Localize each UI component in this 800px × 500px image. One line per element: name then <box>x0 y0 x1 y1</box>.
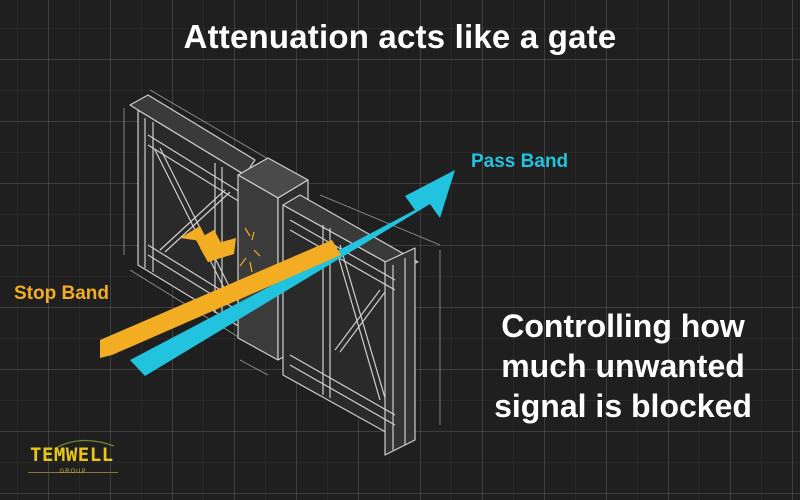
left-gate-panel <box>123 89 271 339</box>
caption-line-2: much unwanted <box>501 348 745 384</box>
pass-band-arrow <box>130 170 455 376</box>
pass-band-label: Pass Band <box>471 151 569 172</box>
stop-band-label: Stop Band <box>14 283 109 304</box>
stop-band-arrow <box>100 226 341 358</box>
caption-line-3: signal is blocked <box>494 388 752 424</box>
temwell-logo: TEMWELL GROUP <box>26 432 126 482</box>
impact-sparks-icon <box>239 227 261 273</box>
logo-subtitle: GROUP <box>59 469 87 475</box>
caption-text: Controlling how much unwanted signal is … <box>468 306 778 426</box>
caption-line-1: Controlling how <box>501 308 745 344</box>
logo-divider <box>28 472 118 473</box>
logo-swoosh-icon <box>55 439 115 449</box>
logo-name: TEMWELL <box>30 444 114 466</box>
page-title: Attenuation acts like a gate <box>183 18 617 55</box>
